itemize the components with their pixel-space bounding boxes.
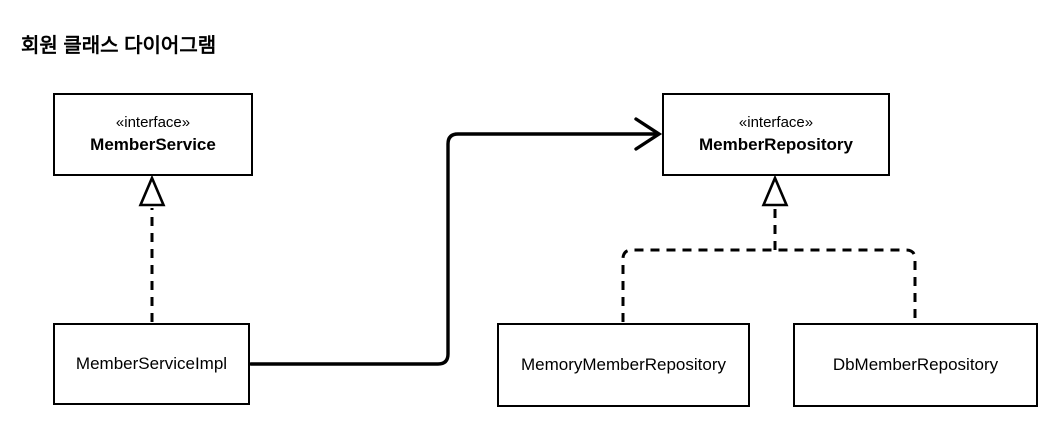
class-name-label: MemberRepository — [699, 134, 853, 154]
class-box-memberserviceimpl: MemberServiceImpl — [53, 323, 250, 405]
realization-arrow-memberserviceimpl-to-memberservice — [138, 174, 166, 322]
realization-arrow-implementations-to-memberrepository — [621, 174, 917, 322]
stereotype-label: «interface» — [115, 114, 191, 132]
class-name-label: MemoryMemberRepository — [521, 354, 726, 374]
class-box-memberservice: «interface» MemberService — [53, 93, 253, 176]
class-name-label: MemberService — [90, 134, 216, 154]
class-box-dbmemberrepository: DbMemberRepository — [793, 323, 1038, 407]
class-box-memberrepository: «interface» MemberRepository — [662, 93, 890, 176]
stereotype-label: «interface» — [738, 114, 814, 132]
class-name-label: DbMemberRepository — [832, 354, 999, 374]
diagram-title: 회원 클래스 다이어그램 — [21, 35, 217, 57]
class-name-label: MemberServiceImpl — [75, 353, 228, 373]
class-box-memorymemberrepository: MemoryMemberRepository — [497, 323, 750, 407]
